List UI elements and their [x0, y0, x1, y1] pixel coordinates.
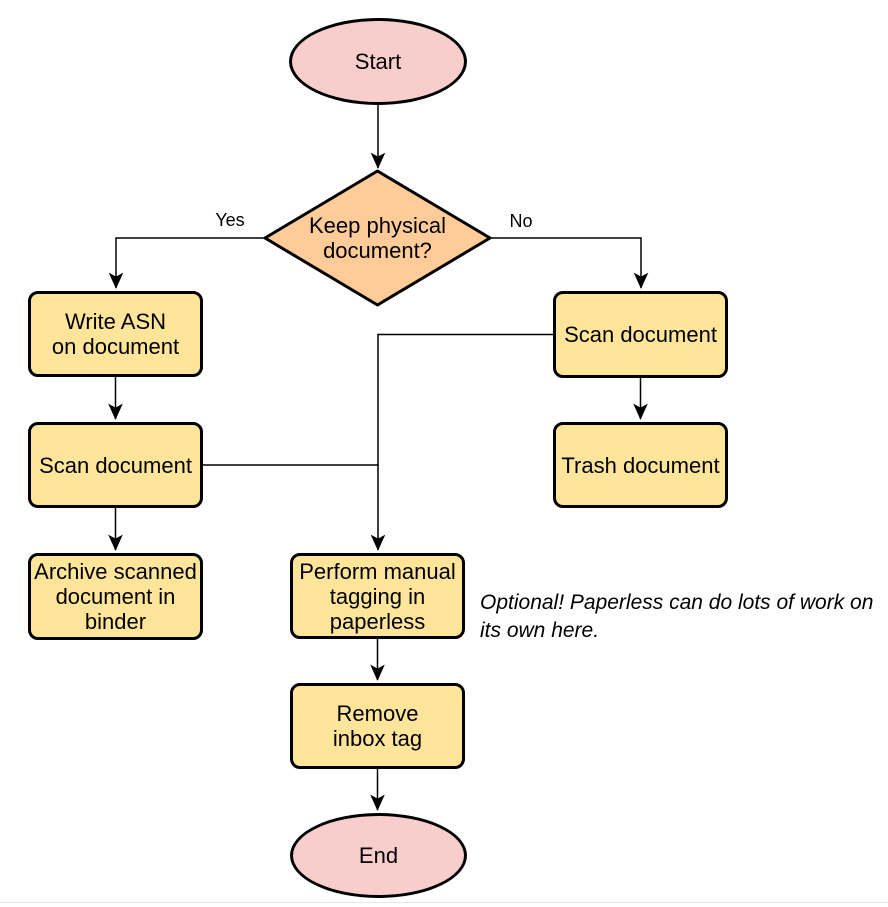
node-decision: Keep physical document?	[265, 171, 490, 305]
page-bottom-divider	[0, 902, 888, 903]
node-start: Start	[289, 18, 467, 105]
edge-label-no: No	[509, 211, 533, 231]
node-scan-document-right: Scan document	[553, 291, 728, 378]
node-end-label: End	[358, 843, 399, 868]
node-manual-tagging-label: Perform manual tagging in paperless	[299, 558, 456, 634]
node-end: End	[290, 813, 467, 898]
node-scan-document-right-label: Scan document	[564, 322, 717, 347]
node-remove-inbox-tag: Remove inbox tag	[290, 683, 465, 769]
node-start-label: Start	[354, 49, 402, 74]
edge-scan-right-to-tagging	[370, 333, 553, 551]
edge-decision-yes-to-write-asn	[108, 237, 265, 289]
node-scan-document-left-label: Scan document	[39, 452, 192, 478]
node-scan-document-left: Scan document	[28, 422, 203, 508]
node-archive-binder-label: Archive scanned document in binder	[34, 559, 197, 634]
node-write-asn-label: Write ASN on document	[51, 309, 180, 359]
node-write-asn: Write ASN on document	[28, 291, 203, 377]
edge-label-yes: Yes	[215, 210, 245, 230]
node-trash-document-label: Trash document	[561, 452, 720, 478]
edge-decision-no-to-scan-right	[490, 237, 649, 289]
node-trash-document: Trash document	[553, 422, 728, 508]
decision-diamond-shape	[263, 169, 492, 307]
node-manual-tagging: Perform manual tagging in paperless	[290, 553, 465, 639]
node-archive-binder: Archive scanned document in binder	[28, 553, 203, 640]
annotation-optional-note: Optional! Paperless can do lots of work …	[480, 591, 874, 642]
node-remove-inbox-tag-label: Remove inbox tag	[332, 701, 423, 751]
node-decision-label: Keep physical document?	[309, 213, 446, 263]
